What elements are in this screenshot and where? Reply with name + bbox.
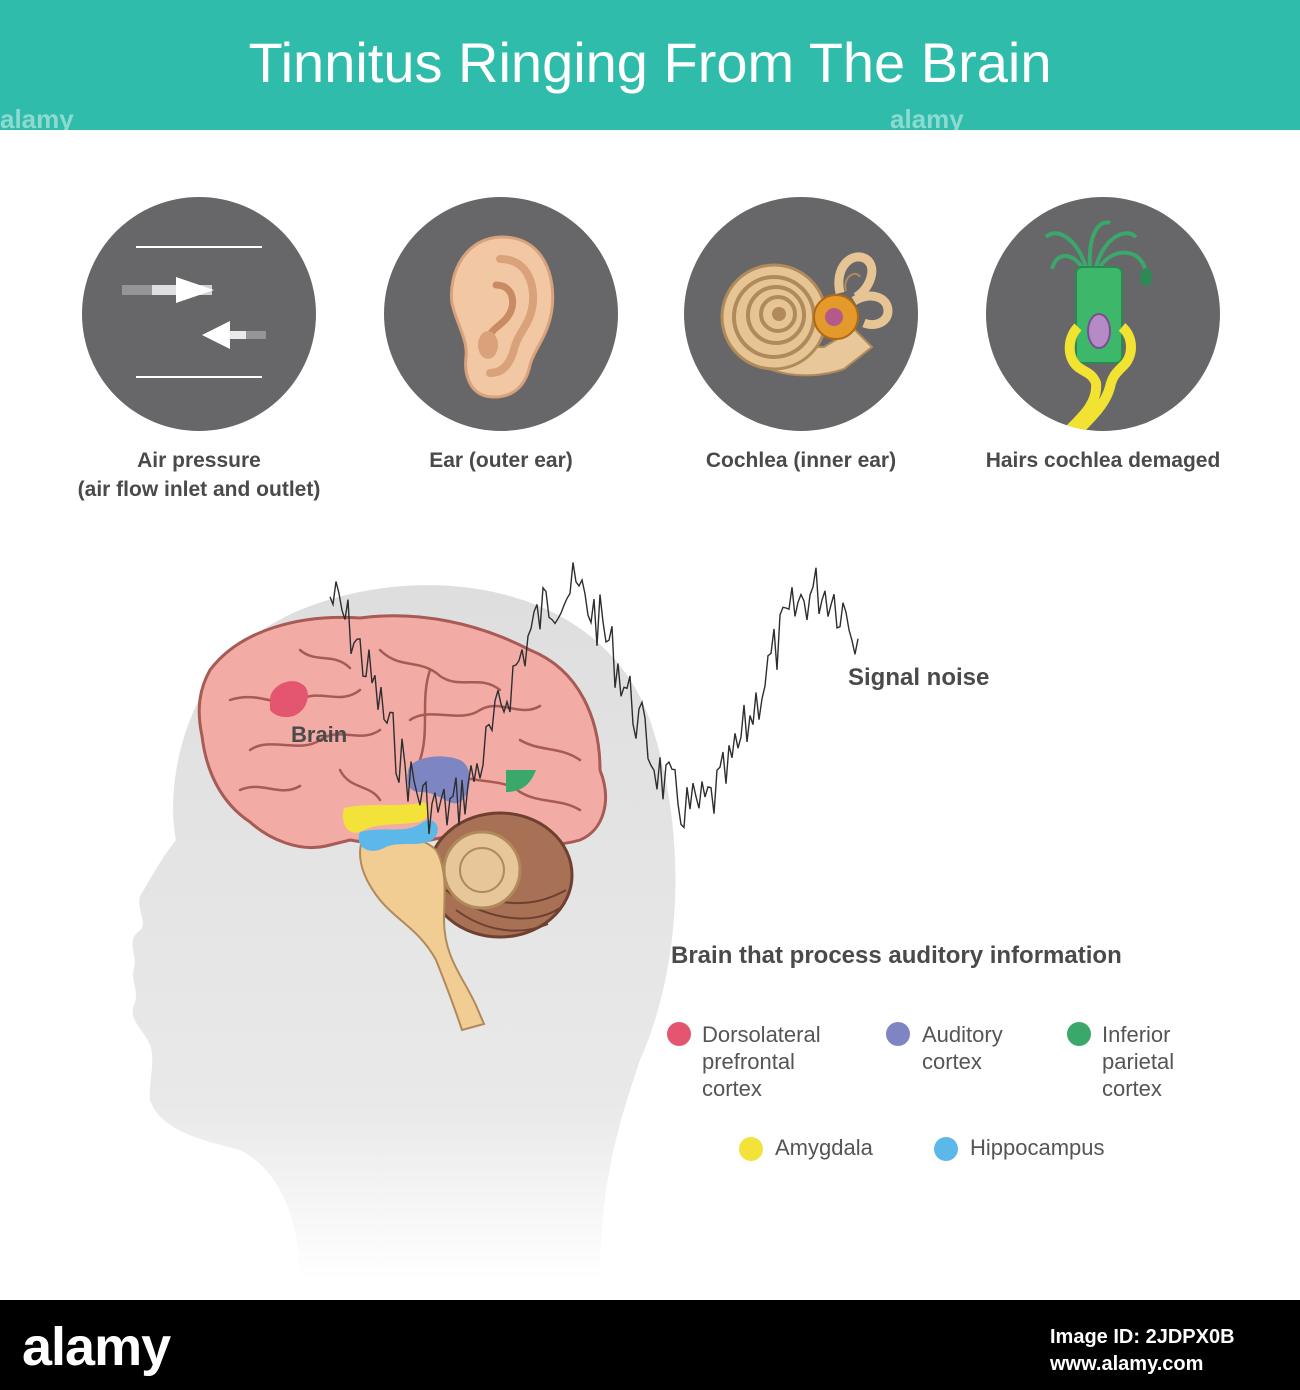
legend-title: Brain that process auditory information — [671, 942, 1122, 969]
ear-circle — [384, 197, 618, 431]
brain-label: Brain — [291, 722, 348, 747]
legend-swatch-dorsolateral — [667, 1022, 691, 1046]
hippocampus-region — [358, 820, 438, 851]
legend-swatch-amygdala — [739, 1137, 763, 1161]
legend-swatch-inferior-parietal — [1067, 1022, 1091, 1046]
footer-image-id: Image ID: 2JDPX0B — [1050, 1326, 1235, 1348]
caption-text: Air pressure (air flow inlet and outlet) — [77, 449, 321, 501]
page-title: Tinnitus Ringing From The Brain — [248, 31, 1052, 94]
legend-swatch-auditory — [886, 1022, 910, 1046]
signal-noise-wave — [329, 562, 859, 835]
brain-cerebrum — [197, 614, 608, 850]
air-flow-arrows-icon — [122, 246, 266, 378]
legend-label-dorsolateral: Dorsolateral prefrontal cortex — [702, 1022, 821, 1101]
legend-label-inferior-parietal: Inferior parietal cortex — [1102, 1022, 1175, 1101]
caption-text: Cochlea (inner ear) — [705, 449, 897, 472]
caption-cochlea: Cochlea (inner ear) — [641, 446, 961, 475]
hair-cell-circle — [986, 197, 1220, 431]
amygdala-region — [342, 802, 429, 833]
caption-air-pressure: Air pressure (air flow inlet and outlet) — [39, 446, 359, 504]
caption-ear: Ear (outer ear) — [341, 446, 661, 475]
brainstem — [359, 833, 486, 1032]
footer-bar — [0, 1300, 1300, 1390]
cochlea-circle — [684, 197, 918, 431]
legend-label-auditory: Auditory cortex — [922, 1022, 1003, 1074]
brain-illustration — [132, 562, 859, 1280]
cerebellum-arbor — [442, 830, 522, 910]
legend-label-hippocampus: Hippocampus — [970, 1135, 1105, 1160]
watermark: alamy — [0, 104, 74, 134]
header-banner — [0, 0, 1300, 130]
inferior-parietal-region — [506, 770, 536, 792]
legend-swatch-hippocampus — [934, 1137, 958, 1161]
hair-cell-icon — [1044, 220, 1152, 431]
dorsolateral-prefrontal-region — [270, 681, 308, 718]
air-pressure-circle — [82, 197, 316, 431]
caption-text: Ear (outer ear) — [429, 449, 573, 472]
footer-logo: alamy — [22, 1317, 171, 1377]
footer-url: www.alamy.com — [1050, 1353, 1204, 1375]
cochlea-icon — [720, 252, 893, 377]
signal-noise-label: Signal noise — [848, 664, 990, 691]
caption-hair-cell: Hairs cochlea demaged — [943, 446, 1263, 475]
watermark: alamy — [890, 104, 964, 134]
legend-label-amygdala: Amygdala — [775, 1135, 873, 1160]
outer-ear-icon — [449, 235, 555, 399]
caption-text: Hairs cochlea demaged — [985, 449, 1221, 472]
